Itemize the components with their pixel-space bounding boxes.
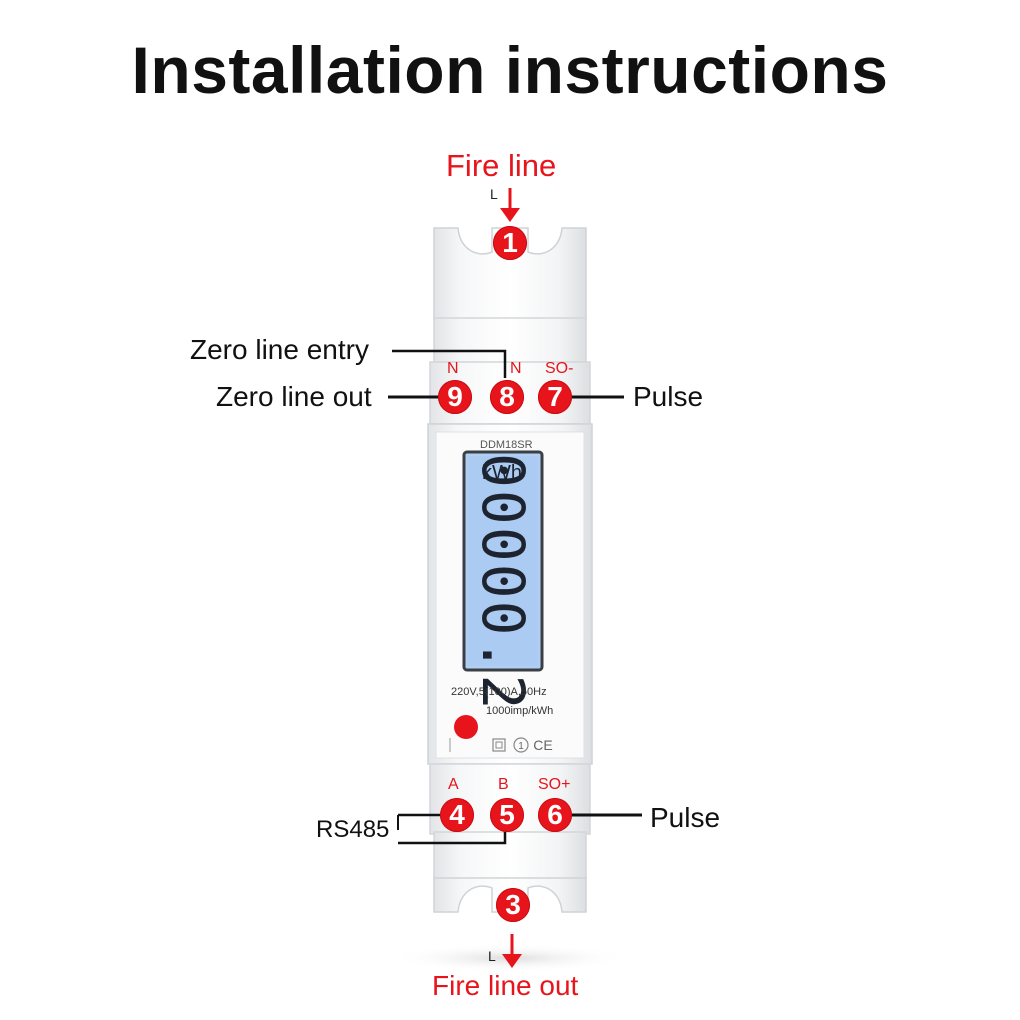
model-label: DDM18SR <box>480 439 533 451</box>
so-minus-tag: SO- <box>545 360 574 377</box>
fire-line-label: Fire line <box>446 148 557 183</box>
page-title: Installation instructions <box>131 33 889 107</box>
class-mark-text: 1 <box>518 741 524 752</box>
so-plus-tag: SO+ <box>538 776 571 793</box>
n9-tag: N <box>447 360 459 377</box>
zero-line-entry-label: Zero line entry <box>190 334 369 365</box>
n8-tag: N <box>510 360 522 377</box>
terminal-6-badge: 6 <box>538 798 572 832</box>
terminal-3-badge: 3 <box>496 888 530 922</box>
double-insulation-mark <box>492 738 506 752</box>
fire-line-out-arrow-head <box>502 954 522 968</box>
b-tag: B <box>498 776 509 793</box>
class-mark <box>513 737 529 753</box>
zero-line-out-label: Zero line out <box>216 381 372 412</box>
terminal-9-badge: 9 <box>438 380 472 414</box>
rating-label: 220V,5(100)A,50Hz <box>451 686 547 698</box>
fire-line-out-label: Fire line out <box>432 970 579 1001</box>
pulse-top-label: Pulse <box>633 381 704 412</box>
l-top-tag: L <box>490 186 498 202</box>
terminal-5-badge: 5 <box>490 798 524 832</box>
rs485-leader-b <box>398 832 507 845</box>
l-bottom-tag: L <box>488 948 496 964</box>
pulse-led <box>454 715 478 739</box>
terminal-4-badge: 4 <box>440 798 474 832</box>
fire-line-arrow-head <box>500 208 520 222</box>
rs485-label: RS485 <box>316 816 390 843</box>
terminal-7-badge: 7 <box>538 380 572 414</box>
a-tag: A <box>448 776 459 793</box>
impulse-label: 1000imp/kWh <box>486 705 554 717</box>
pulse-bottom-label: Pulse <box>650 802 721 833</box>
top-shoulder <box>433 317 587 365</box>
ce-mark: CE <box>533 737 552 753</box>
terminal-8-badge: 8 <box>490 380 524 414</box>
top-cap <box>433 227 587 321</box>
lcd-unit: kWh <box>482 462 522 484</box>
zero-line-entry-leader <box>392 349 507 378</box>
terminal-1-badge: 1 <box>493 226 527 260</box>
lcd-reading: 00000.2 <box>469 453 537 712</box>
bottom-shoulder <box>433 831 587 881</box>
